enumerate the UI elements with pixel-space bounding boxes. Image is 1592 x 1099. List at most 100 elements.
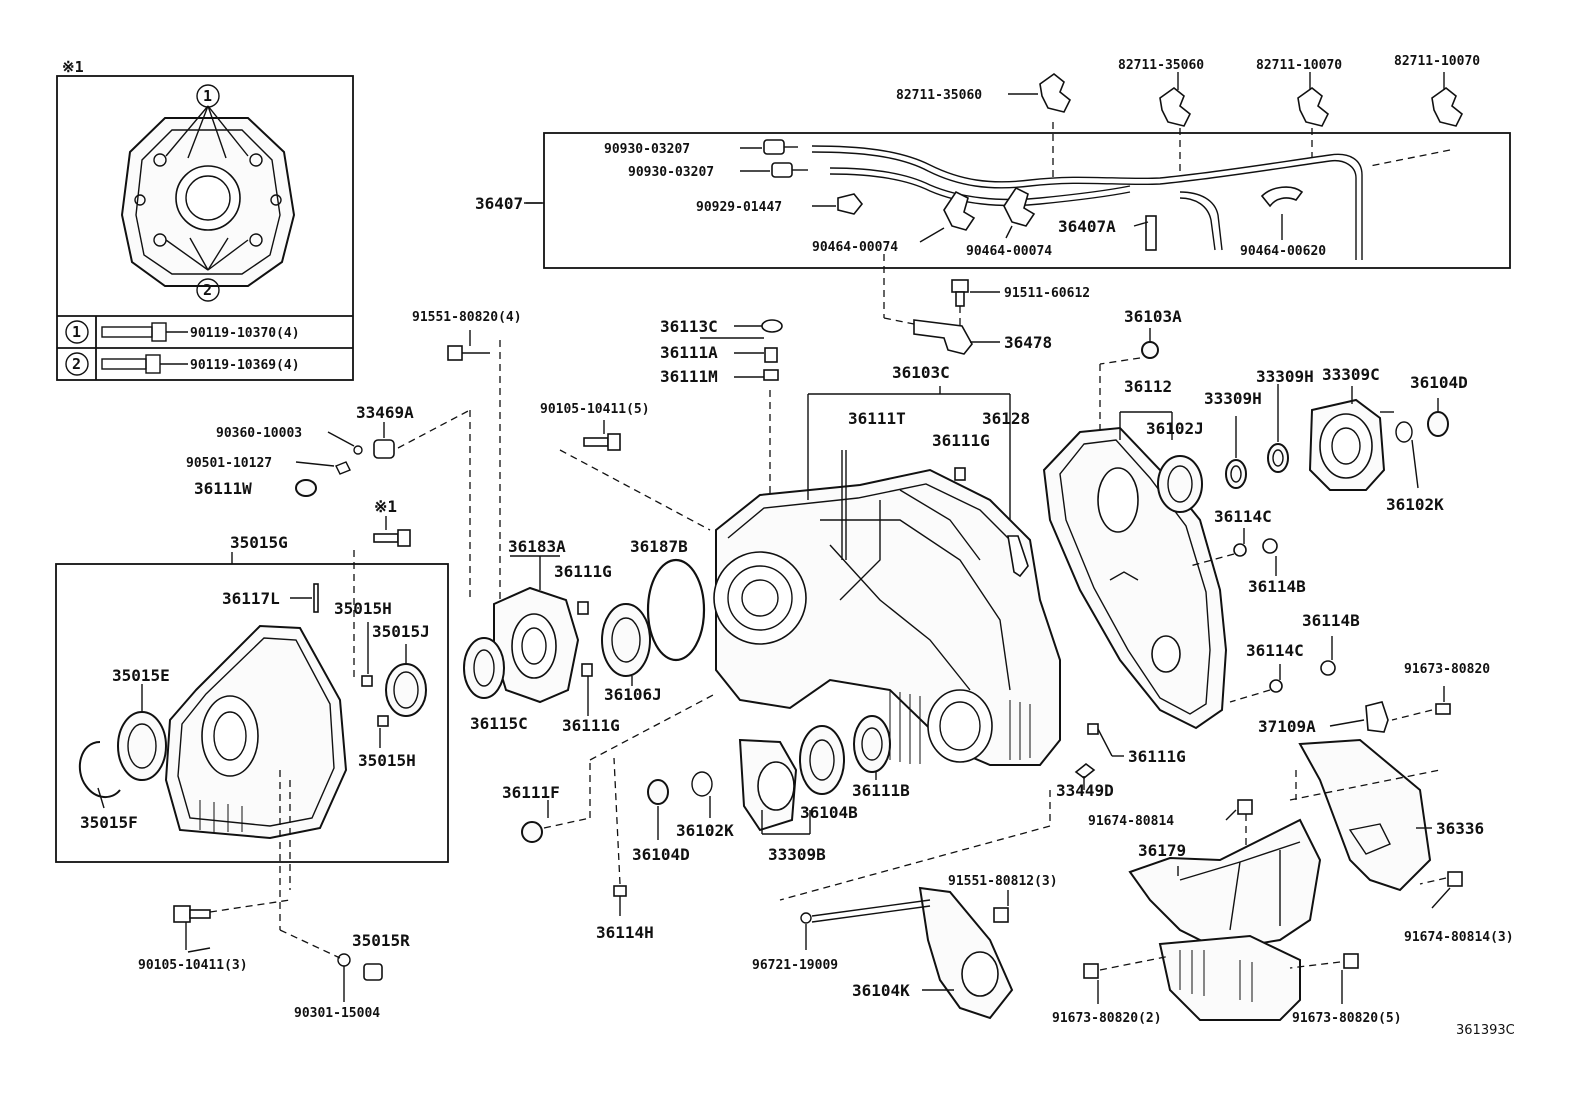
nut-36104D-a xyxy=(1427,398,1449,437)
label-36114B-b: 36114B xyxy=(1302,611,1360,630)
part-36128 xyxy=(1007,535,1029,578)
label-36102K-a: 36102K xyxy=(1386,495,1444,514)
nut-36104D-b xyxy=(647,779,669,840)
pin-36117L xyxy=(313,583,319,613)
bracket-37109A xyxy=(1329,686,1451,733)
label-36111B: 36111B xyxy=(852,781,910,800)
label-ref-mark: ※1 xyxy=(374,497,397,516)
pins-36111G xyxy=(577,601,593,716)
clip-90464-a xyxy=(943,190,976,231)
label-35015R: 35015R xyxy=(352,931,410,950)
label-33309C: 33309C xyxy=(1322,365,1380,384)
part-labels: 82711-35060 82711-35060 82711-10070 8271… xyxy=(80,54,1515,1038)
cap-36103A xyxy=(1099,328,1159,430)
inset-ref-mark: ※1 xyxy=(62,58,84,76)
label-36102K-b: 36102K xyxy=(676,821,734,840)
hose-lower xyxy=(829,167,1131,201)
label-90930-03207-a: 90930-03207 xyxy=(604,142,690,157)
label-36104D-a: 36104D xyxy=(1410,373,1468,392)
label-90929-01447: 90929-01447 xyxy=(696,200,782,215)
leader-lines xyxy=(187,202,764,953)
oring-36102K-a xyxy=(1395,421,1419,489)
label-82711-35060-b: 82711-35060 xyxy=(1118,58,1204,73)
label-91673-80820-2: 91673-80820(2) xyxy=(1052,1011,1162,1026)
label-91674-80814-3: 91674-80814(3) xyxy=(1404,930,1514,945)
label-36104B: 36104B xyxy=(800,803,858,822)
union-fitting-b xyxy=(771,162,808,178)
clip-90464-b xyxy=(1003,186,1036,227)
pin-36111G-d xyxy=(1087,723,1124,757)
label-36114C-a: 36114C xyxy=(1214,507,1272,526)
label-82711-35060-a: 82711-35060 xyxy=(896,88,982,103)
label-35015E: 35015E xyxy=(112,666,170,685)
skid-plate-36336 xyxy=(1289,738,1441,892)
label-36407: 36407 xyxy=(475,194,523,213)
callout-circle-1 xyxy=(196,84,220,108)
inset-frame xyxy=(56,75,354,381)
seal-36115C xyxy=(463,637,505,699)
label-91511-60612: 91511-60612 xyxy=(1004,286,1090,301)
cover-plate-drawing xyxy=(120,105,296,287)
label-36103C: 36103C xyxy=(892,363,950,382)
label-36104D-b: 36104D xyxy=(632,845,690,864)
bolt-91673-80820-5 xyxy=(1289,953,1359,1004)
label-36114B-a: 36114B xyxy=(1248,577,1306,596)
label-90464-00620: 90464-00620 xyxy=(1240,244,1326,259)
skid-plate-lower xyxy=(1158,934,1301,1021)
label-36115C: 36115C xyxy=(470,714,528,733)
bolt-91674-80814-3 xyxy=(1419,871,1463,909)
diagram-id: 361393C xyxy=(1456,1023,1515,1038)
skid-plate-36179 xyxy=(1128,818,1322,952)
plug-33469A xyxy=(295,409,471,600)
label-33309H-b: 33309H xyxy=(1204,389,1262,408)
bolt-short-icon xyxy=(101,358,147,370)
bolt-90105-10411-3 xyxy=(173,905,211,950)
seal-35015E xyxy=(117,684,167,781)
clamp-82711-10070-a xyxy=(1297,86,1330,127)
label-36187B: 36187B xyxy=(630,537,688,556)
bearing-36104B xyxy=(799,725,845,795)
label-35015H-a: 35015H xyxy=(334,599,392,618)
row-1-index: 1 xyxy=(72,323,81,341)
label-36111W: 36111W xyxy=(194,479,252,498)
plate-36106J xyxy=(601,603,651,686)
hose-tee-stub xyxy=(1145,215,1157,251)
snap-ring-35015F xyxy=(78,741,121,809)
label-36103A: 36103A xyxy=(1124,307,1182,326)
inset-panel: ※1 1 2 1 xyxy=(56,58,354,381)
label-36111G-b: 36111G xyxy=(554,562,612,581)
label-96721-19009: 96721-19009 xyxy=(752,958,838,973)
clamp-82711-10070-b xyxy=(1431,86,1464,127)
hose-assembly-group xyxy=(524,72,1511,269)
oring-36187B xyxy=(646,558,706,662)
label-36114C-b: 36114C xyxy=(1246,641,1304,660)
label-36117L: 36117L xyxy=(222,589,280,608)
bolt-91511-60612 xyxy=(951,279,1000,326)
label-35015G: 35015G xyxy=(230,533,288,552)
label-36111A: 36111A xyxy=(660,343,718,362)
label-36407A: 36407A xyxy=(1058,217,1116,236)
flange-33309B xyxy=(738,738,811,835)
label-91673-80820-5: 91673-80820(5) xyxy=(1292,1011,1402,1026)
row-2-index: 2 xyxy=(72,355,81,373)
bearing-35015J xyxy=(385,644,427,717)
clamp-82711-35060-b xyxy=(1159,86,1192,127)
label-36111G-c: 36111G xyxy=(562,716,620,735)
label-90464-00074-a: 90464-00074 xyxy=(812,240,898,255)
label-91673-80820: 91673-80820 xyxy=(1404,662,1490,677)
label-36111F: 36111F xyxy=(502,783,560,802)
plug-36114H xyxy=(613,757,627,916)
plug-36111F xyxy=(521,693,716,843)
bolt-91551-80812 xyxy=(993,890,1009,923)
clip-90929 xyxy=(837,193,864,215)
label-36183A: 36183A xyxy=(508,537,566,556)
label-35015J: 35015J xyxy=(372,622,430,641)
leader-36103C xyxy=(807,386,1011,520)
row-1-part: 90119-10370(4) xyxy=(190,326,300,341)
label-35015H-b: 35015H xyxy=(358,751,416,770)
bearing-36102J xyxy=(1157,455,1203,513)
hose-assembly-frame xyxy=(543,132,1511,269)
label-91551-80812-3: 91551-80812(3) xyxy=(948,874,1058,889)
label-36179: 36179 xyxy=(1138,841,1186,860)
